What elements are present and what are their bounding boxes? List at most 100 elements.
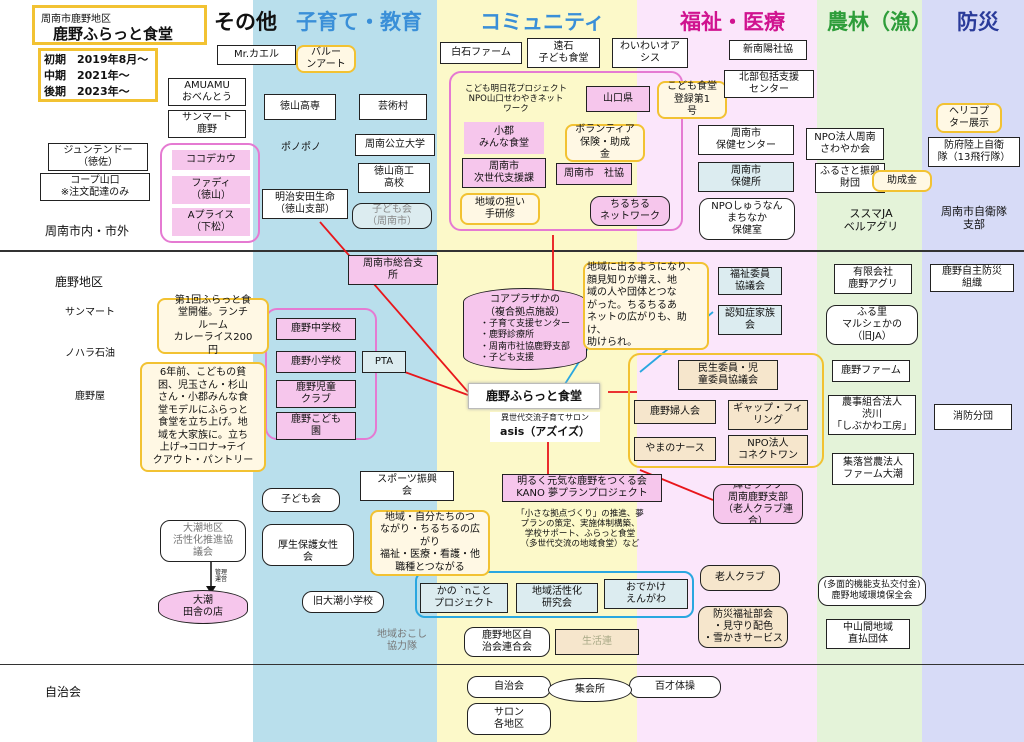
node-ogori[interactable]: 小郡 みんな食堂: [464, 122, 544, 154]
row-divider-2: [0, 664, 1024, 665]
node-coop[interactable]: コープ山口 ※注文配達のみ: [40, 173, 150, 201]
node-kano-agri[interactable]: 有限会社 鹿野アグリ: [834, 264, 912, 294]
node-fujinkai[interactable]: 鹿野婦人会: [634, 400, 716, 424]
header-bousai: 防災: [957, 10, 999, 34]
node-ninchisho[interactable]: 認知症家族 会: [718, 305, 782, 335]
node-waiwai[interactable]: わいわいオア シス: [612, 38, 688, 68]
node-kano-yume[interactable]: 明るく元気な鹿野をつくる会 KANO 夢プランプロジェクト: [502, 474, 662, 502]
node-jichi-rengokai[interactable]: 鹿野地区自 治会連合会: [464, 627, 550, 657]
node-kano-kodomoen[interactable]: 鹿野こども 園: [276, 412, 356, 440]
node-shogyo[interactable]: 徳山商工 高校: [358, 163, 430, 193]
callout-first: 第1回ふらっと食 堂開催。ランチ ルーム カレーライス200 円: [157, 295, 269, 356]
node-kodomokai[interactable]: 子ども会: [262, 488, 340, 512]
node-odekake[interactable]: おでかけ えんがわ: [604, 579, 688, 609]
node-shukaisho[interactable]: 集会所: [548, 678, 632, 702]
node-kano-yume-desc: 「小さな拠点づくり」の推進、夢 プランの策定、実施体制構築、 学校サポート、ふら…: [516, 508, 644, 550]
node-ohshio-kassei[interactable]: 大潮地区 活性化推進協 議会: [160, 520, 246, 562]
node-sports[interactable]: スポーツ振興 会: [360, 471, 454, 501]
node-shunan-kenko[interactable]: NPO法人周南 さわやか会: [806, 128, 884, 160]
node-mrkaeru[interactable]: Mr.カエル: [217, 45, 296, 65]
node-jishu-bousai[interactable]: 鹿野自主防災 組織: [930, 264, 1014, 292]
node-seikatsu[interactable]: 生活連: [555, 629, 639, 655]
node-marche[interactable]: ふる里 マルシェかの （旧JA）: [826, 305, 918, 345]
node-aprice[interactable]: Aプライス （下松）: [172, 208, 250, 236]
row-label-outer: 周南市内・市外: [45, 224, 130, 238]
period-early: 初期 2019年8月～: [44, 53, 149, 66]
node-asis[interactable]: 異世代交流子育てサロン asis（アズイズ）: [490, 412, 600, 442]
node-yamano[interactable]: やまのナース: [634, 437, 716, 461]
node-kitabu[interactable]: 北部包括支援 センター: [724, 70, 814, 98]
node-shiraishi[interactable]: 白石ファーム: [440, 42, 522, 64]
node-kanokoto[interactable]: かの `nこと プロジェクト: [420, 583, 508, 613]
callout-kodomo-shokudo: こども食堂 登録第1 号: [657, 81, 727, 119]
node-kano-farm[interactable]: 鹿野ファーム: [832, 360, 910, 382]
node-nohara[interactable]: ノハラ石油: [52, 343, 128, 365]
node-hoken-center[interactable]: 周南市 保健センター: [698, 125, 794, 155]
node-roujin[interactable]: 老人クラブ: [700, 565, 780, 591]
callout-heli: ヘリコプ ター展示: [936, 103, 1002, 133]
coa-title: コアプラザかの （複合拠点施設）: [485, 294, 565, 318]
node-gap[interactable]: ギャップ・フィ リング: [728, 400, 808, 430]
node-npo-shunan[interactable]: NPOしゅうなん まちなか 保健室: [699, 198, 795, 240]
node-cocodekahu[interactable]: ココデカウ: [172, 150, 250, 170]
node-fadi[interactable]: ファディ （徳山）: [172, 176, 250, 204]
node-kyuohshio[interactable]: 旧大潮小学校: [302, 591, 384, 613]
node-kano-chu[interactable]: 鹿野中学校: [276, 318, 356, 340]
coa-items: ・子育て支援センター ・鹿野診療所 ・周南市社協鹿野支部 ・子ども支援: [479, 319, 570, 363]
node-amuamu[interactable]: AMUAMU おべんとう: [168, 78, 246, 106]
header-nourin: 農林（漁）: [827, 10, 932, 34]
node-hokenjo[interactable]: 周南市 保健所: [698, 162, 794, 192]
node-geijutsu[interactable]: 芸術村: [359, 94, 427, 120]
node-shuraku-taicho[interactable]: 集落営農法人 ファーム大潮: [832, 453, 914, 485]
node-kano-sho[interactable]: 鹿野小学校: [276, 351, 356, 373]
node-meiji[interactable]: 明治安田生命 （徳山支部）: [262, 189, 348, 219]
node-shakyo[interactable]: 周南市 社協: [556, 163, 632, 185]
node-hyakusai[interactable]: 百才体操: [629, 676, 721, 698]
header-sonota: その他: [214, 10, 277, 34]
node-kanoya[interactable]: 鹿野屋: [52, 386, 128, 408]
node-ohshio-inaka[interactable]: 大潮 田舎の店: [158, 590, 248, 624]
node-fukushi-iin[interactable]: 福祉委員 協議会: [718, 267, 782, 295]
node-ponopono: ポノポノ: [281, 142, 321, 153]
node-kouritsu[interactable]: 周南公立大学: [355, 134, 435, 156]
row-label-kano: 鹿野地区: [55, 275, 104, 289]
node-jisedai[interactable]: 周南市 次世代支援課: [462, 158, 546, 188]
node-center-main[interactable]: 鹿野ふらっと食堂: [468, 383, 600, 409]
node-touishi[interactable]: 遠石 子ども食堂: [527, 38, 600, 68]
node-sunmart[interactable]: サンマート: [52, 302, 128, 324]
node-minsei[interactable]: 民生委員・児 童委員協議会: [678, 360, 778, 390]
node-tokuyamakosen[interactable]: 徳山高専: [264, 94, 336, 120]
node-kokoshi: 地域おこし 協力隊: [377, 629, 427, 652]
node-chusankan[interactable]: 中山間地域 直払団体: [826, 619, 910, 649]
node-tamenteki[interactable]: (多面的機能支払交付金) 鹿野地域環境保全会: [818, 576, 926, 606]
callout-kao: 地域に出るようになり、 顔見知りが増え、地 域の人や団体とつな がった。ちるちる…: [583, 262, 709, 350]
node-shoubou[interactable]: 消防分団: [934, 404, 1012, 430]
node-roujin-club-shunan[interactable]: 輝きクラブ 周南鹿野支部 （老人クラブ連 合）: [713, 484, 803, 524]
node-hanabi: こども明日花プロジェクト NPO山口せわやきネット ワーク: [464, 83, 567, 115]
node-jichikai[interactable]: 自治会: [467, 676, 551, 698]
title-name: 鹿野ふらっと食堂: [53, 25, 174, 43]
node-npo-connect[interactable]: NPO法人 コネクトワン: [728, 435, 808, 465]
node-coa-plaza[interactable]: コアプラザかの （複合拠点施設） ・子育て支援センター ・鹿野診療所 ・周南市社…: [463, 288, 587, 370]
node-sunmart-kano[interactable]: サンマート 鹿野: [168, 110, 246, 138]
node-junten[interactable]: ジュンテンドー （徳佐）: [48, 143, 148, 171]
node-pta[interactable]: PTA: [362, 351, 406, 373]
node-kodomokai-shunan[interactable]: 子ども会 （周南市）: [352, 203, 432, 229]
group-fukushi: [628, 353, 824, 468]
callout-balloon: バルー ンアート: [296, 45, 356, 73]
node-shinnan[interactable]: 新南陽社協: [729, 40, 807, 60]
header-community: コミュニティ: [480, 10, 605, 34]
node-jido-club[interactable]: 鹿野児童 クラブ: [276, 380, 356, 408]
node-nouji-shibukawa[interactable]: 農事組合法人 渋川 「しぶかわ工房」: [828, 395, 916, 435]
node-yamaguchi[interactable]: 山口県: [586, 86, 650, 112]
node-sougo-kanri: 管理 運営: [208, 566, 234, 586]
node-kousei-josei[interactable]: 厚生保護女性 会: [262, 524, 354, 566]
node-chiruchiru[interactable]: ちるちる ネットワーク: [590, 196, 670, 226]
node-sogoshisho[interactable]: 周南市総合支 所: [348, 255, 438, 285]
node-bousai-fukushi[interactable]: 防災福祉部会 ・見守り配色 ・雪かきサービス: [698, 606, 788, 648]
callout-volunteer: ボランティア 保険・助成 金: [565, 124, 645, 162]
node-chiiki-kassei[interactable]: 地域活性化 研究会: [516, 583, 598, 613]
node-bouei[interactable]: 防府陸上自衛 隊（13飛行隊）: [928, 137, 1020, 167]
node-salon[interactable]: サロン 各地区: [467, 703, 551, 735]
callout-tsunagari: 地域・自分たちのつ ながり・ちるちるの広 がり 福祉・医療・看護・他 職種とつな…: [370, 510, 490, 576]
